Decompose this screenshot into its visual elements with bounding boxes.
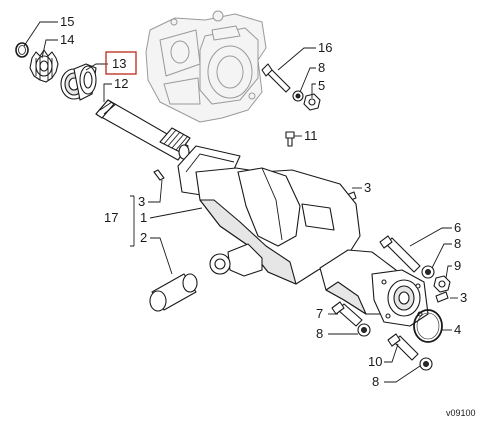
axle-housing-part-1 xyxy=(177,145,429,327)
washer-part-8-bottom xyxy=(419,357,433,371)
callout-13: 13 xyxy=(112,56,126,71)
bolt-part-16 xyxy=(261,63,291,93)
figure-reference-code: v09100 xyxy=(446,408,476,418)
snap-ring-part-15 xyxy=(15,42,29,58)
callout-10: 10 xyxy=(368,354,382,369)
callout-labels: 15 14 13 12 16 8 5 11 3 3 17 1 2 6 8 9 3… xyxy=(60,14,467,389)
nut-part-5 xyxy=(303,93,321,111)
callout-17: 17 xyxy=(104,210,118,225)
callout-13-highlight-box xyxy=(105,51,137,75)
callout-8-lower-left: 8 xyxy=(316,326,323,341)
callout-3-mid: 3 xyxy=(364,180,371,195)
callout-3-right: 3 xyxy=(460,290,467,305)
callout-14: 14 xyxy=(60,32,74,47)
bearing-part-13 xyxy=(60,63,97,101)
washer-part-8-lower-left xyxy=(357,323,371,337)
sleeve-part-2 xyxy=(149,273,198,312)
gear-part-14 xyxy=(29,49,59,83)
callout-3-left: 3 xyxy=(138,194,145,209)
bolt-part-10 xyxy=(387,333,419,361)
o-ring-part-4 xyxy=(413,309,443,343)
callout-8-bottom: 8 xyxy=(372,374,379,389)
bolt-part-7 xyxy=(331,301,363,327)
nut-part-9 xyxy=(433,275,451,293)
bolt-part-6 xyxy=(379,235,421,273)
group-bracket-17 xyxy=(130,195,134,247)
callout-5: 5 xyxy=(318,78,325,93)
dowel-pin-part-3-left xyxy=(153,169,165,181)
callout-1: 1 xyxy=(140,210,147,225)
reference-gearbox-outline xyxy=(145,10,267,123)
washer-part-8-top xyxy=(292,90,304,102)
washer-part-8-right xyxy=(421,265,435,279)
callout-12: 12 xyxy=(114,76,128,91)
screw-part-11 xyxy=(285,131,295,147)
callout-4: 4 xyxy=(454,322,461,337)
callout-9: 9 xyxy=(454,258,461,273)
callout-16: 16 xyxy=(318,40,332,55)
callout-15: 15 xyxy=(60,14,74,29)
callout-8-right: 8 xyxy=(454,236,461,251)
splined-shaft-part-12 xyxy=(95,99,191,161)
callout-8-top: 8 xyxy=(318,60,325,75)
dowel-pin-part-3-right xyxy=(435,291,449,303)
leader-lines xyxy=(23,21,458,383)
callout-11: 11 xyxy=(304,128,318,143)
callout-2: 2 xyxy=(140,230,147,245)
callout-6: 6 xyxy=(454,220,461,235)
callout-7: 7 xyxy=(316,306,323,321)
